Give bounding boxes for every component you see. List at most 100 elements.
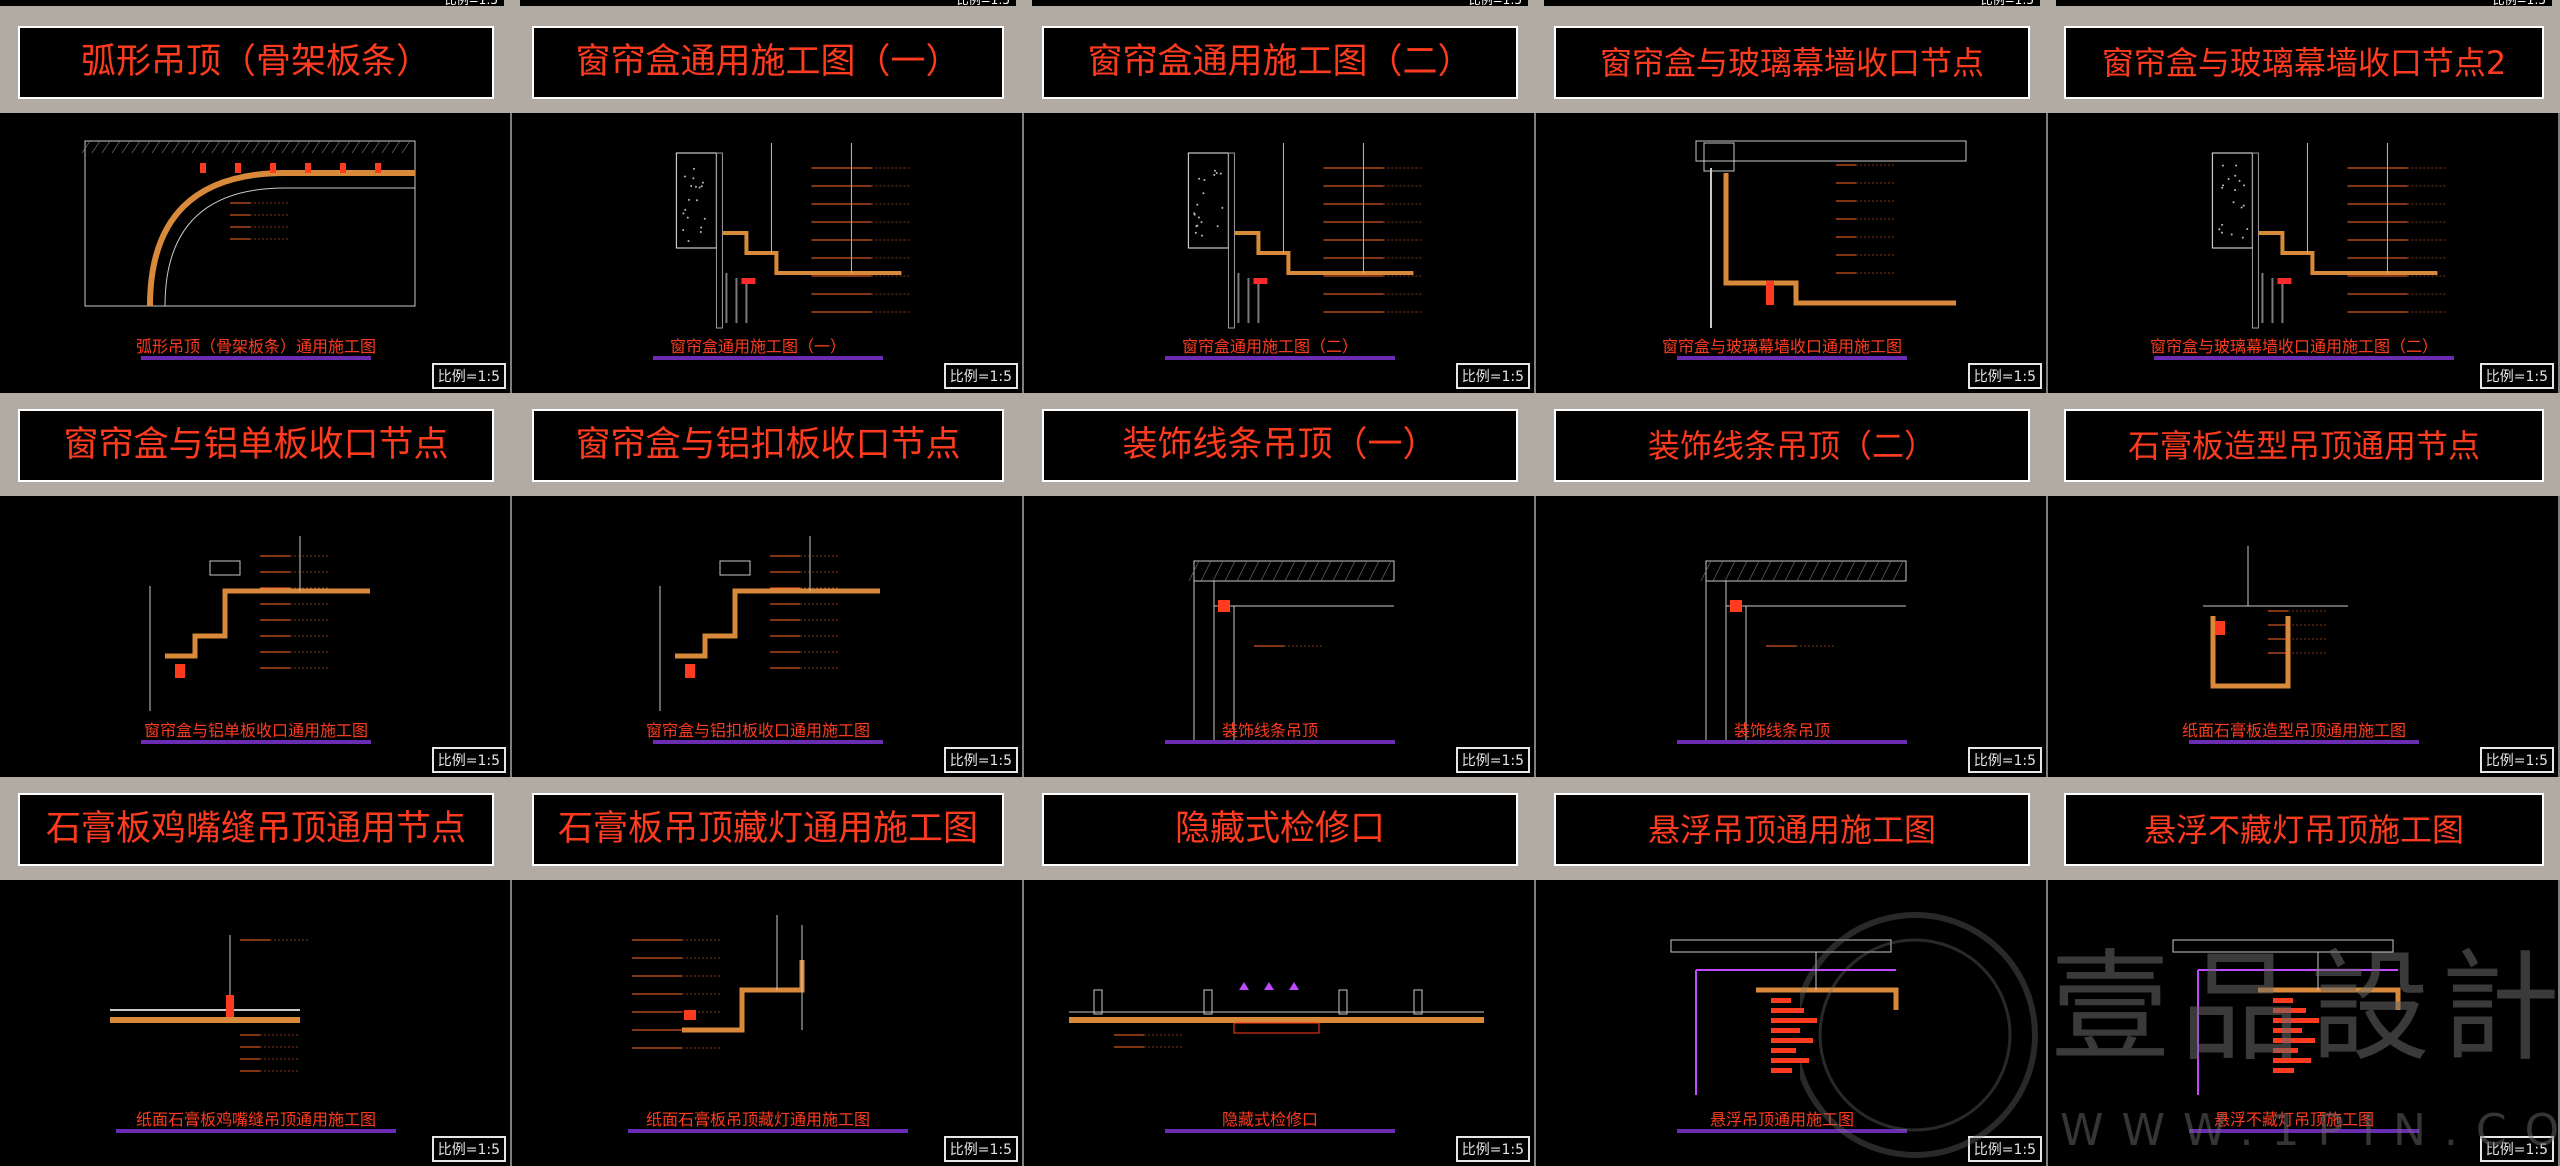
hatch-line bbox=[1381, 561, 1391, 581]
hatch-line bbox=[1761, 561, 1771, 581]
scale-label: 比例=1:5 bbox=[1968, 747, 2042, 773]
hanger bbox=[1414, 990, 1422, 1014]
annotation-block bbox=[1771, 1068, 1792, 1073]
slab bbox=[1194, 561, 1394, 581]
hatch-line bbox=[192, 141, 200, 153]
concrete-dot bbox=[1220, 173, 1222, 175]
hatch-line bbox=[1821, 561, 1831, 581]
hatch-line bbox=[142, 141, 150, 153]
annotation-block bbox=[1771, 1048, 1796, 1053]
wall-section bbox=[1188, 153, 1228, 248]
concrete-dot bbox=[2243, 184, 2245, 186]
drawing-title: 窗帘盒与玻璃幕墙收口节点 bbox=[1554, 26, 2030, 99]
hatch-line bbox=[1297, 561, 1307, 581]
caption-underline bbox=[628, 1129, 908, 1133]
concrete-dot bbox=[2222, 184, 2224, 186]
hatch-line bbox=[342, 141, 350, 153]
scale-label: 比例=1:5 bbox=[944, 747, 1018, 773]
caption-underline bbox=[1165, 1129, 1395, 1133]
hatch-line bbox=[282, 141, 290, 153]
hatch-line bbox=[1309, 561, 1319, 581]
hatch-line bbox=[262, 141, 270, 153]
hatch-line bbox=[212, 141, 220, 153]
drawing-panel: 弧形吊顶（骨架板条）通用施工图比例=1:5 bbox=[0, 113, 512, 393]
hinge-marker bbox=[1289, 982, 1299, 990]
scale-label: 比例=1:5 bbox=[2480, 747, 2554, 773]
curtain-track bbox=[1253, 278, 1267, 284]
caption-underline bbox=[2154, 356, 2454, 360]
top-strip-scale: 比例=1:5 bbox=[1469, 0, 1522, 8]
light-strip bbox=[2215, 621, 2225, 635]
scale-label: 比例=1:5 bbox=[944, 1136, 1018, 1162]
keel-clip bbox=[305, 163, 311, 173]
hatch-line bbox=[102, 141, 110, 153]
annotation-block bbox=[1771, 1038, 1813, 1043]
concrete-dot bbox=[2221, 232, 2223, 234]
hatch-line bbox=[1285, 561, 1295, 581]
hatch-line bbox=[362, 141, 370, 153]
annotation-block bbox=[1771, 1008, 1804, 1013]
curtain-box-board bbox=[1726, 173, 1956, 303]
drawing-caption: 纸面石膏板吊顶藏灯通用施工图 bbox=[646, 1106, 870, 1130]
drawing-caption: 窗帘盒通用施工图（一） bbox=[670, 333, 846, 357]
caption-underline bbox=[1677, 740, 1907, 744]
concrete-dot bbox=[700, 227, 702, 229]
concrete-dot bbox=[2221, 187, 2223, 189]
drawing-title: 窗帘盒通用施工图（二） bbox=[1042, 26, 1518, 99]
drawing-title: 窗帘盒与铝单板收口节点 bbox=[18, 409, 494, 482]
concrete-dot bbox=[692, 177, 694, 179]
hinge-marker bbox=[1264, 982, 1274, 990]
caption-underline bbox=[2189, 740, 2419, 744]
hatch-line bbox=[322, 141, 330, 153]
concrete-dot bbox=[2234, 175, 2236, 177]
curtain-track bbox=[175, 664, 185, 678]
scale-label: 比例=1:5 bbox=[432, 1136, 506, 1162]
hanger bbox=[1204, 990, 1212, 1014]
drawing-panel: 窗帘盒与铝单板收口通用施工图比例=1:5 bbox=[0, 496, 512, 777]
wall-lining bbox=[716, 153, 722, 328]
drawing-title: 窗帘盒通用施工图（一） bbox=[532, 26, 1004, 99]
curtain-box-board bbox=[722, 233, 901, 273]
wall bbox=[1706, 581, 1726, 741]
concrete-dot bbox=[2246, 228, 2248, 230]
scale-label: 比例=1:5 bbox=[1456, 1136, 1530, 1162]
top-strip-scale: 比例=1:5 bbox=[2493, 0, 2546, 8]
scale-label: 比例=1:5 bbox=[944, 363, 1018, 389]
top-strip-scale: 比例=1:5 bbox=[1981, 0, 2034, 8]
anchor-block bbox=[210, 561, 240, 575]
concrete-dot bbox=[695, 186, 697, 188]
watermark-text: 壹品設計 bbox=[2050, 910, 2560, 1084]
scale-label: 比例=1:5 bbox=[1968, 363, 2042, 389]
led-strip bbox=[684, 1010, 696, 1020]
hatch-line bbox=[272, 141, 280, 153]
slab bbox=[1696, 141, 1966, 161]
hatch-line bbox=[252, 141, 260, 153]
concrete-dot bbox=[1201, 221, 1203, 223]
concrete-dot bbox=[701, 185, 703, 187]
curtain-box-board bbox=[1234, 233, 1413, 273]
drawing-panel: 窗帘盒与铝扣板收口通用施工图比例=1:5 bbox=[512, 496, 1024, 777]
decor-moulding bbox=[1218, 600, 1230, 612]
hatch-line bbox=[232, 141, 240, 153]
hatch-line bbox=[1261, 561, 1271, 581]
hatch-line bbox=[152, 141, 160, 153]
hatch-line bbox=[1273, 561, 1283, 581]
hatch-line bbox=[352, 141, 360, 153]
decor-moulding bbox=[1730, 600, 1742, 612]
drawing-caption: 窗帘盒与玻璃幕墙收口通用施工图（二） bbox=[2150, 333, 2438, 357]
slab bbox=[1671, 940, 1891, 952]
concrete-dot bbox=[2234, 189, 2236, 191]
drawing-title: 石膏板鸡嘴缝吊顶通用节点 bbox=[18, 793, 494, 866]
concrete-dot bbox=[699, 187, 701, 189]
concrete-dot bbox=[2228, 178, 2230, 180]
light-trough bbox=[682, 960, 802, 1030]
curtain-box-board bbox=[165, 591, 370, 656]
drawing-caption: 悬浮吊顶通用施工图 bbox=[1710, 1106, 1854, 1130]
top-strip-tile: 比例=1:5 bbox=[0, 0, 504, 6]
hinge-marker bbox=[1239, 982, 1249, 990]
drawing-caption: 装饰线条吊顶 bbox=[1222, 717, 1318, 741]
hanger-clip bbox=[226, 995, 234, 1017]
hatch-line bbox=[122, 141, 130, 153]
drawing-panel: 悬浮吊顶通用施工图比例=1:5 bbox=[1536, 880, 2048, 1166]
access-hatch bbox=[1234, 1023, 1319, 1033]
